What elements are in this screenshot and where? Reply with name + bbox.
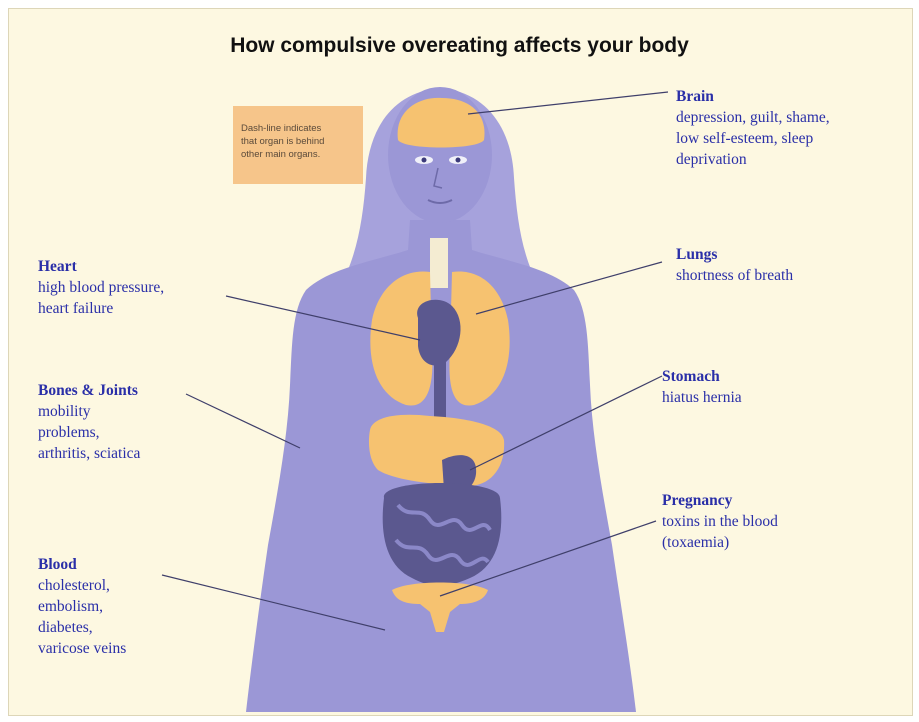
label-lungs-head: Lungs xyxy=(676,244,793,265)
label-bones-head: Bones & Joints xyxy=(38,380,140,401)
label-bones-desc: mobility problems, arthritis, sciatica xyxy=(38,401,140,464)
label-blood-head: Blood xyxy=(38,554,126,575)
label-blood-desc: cholesterol, embolism, diabetes, varicos… xyxy=(38,575,126,659)
leader-brain xyxy=(468,92,668,114)
label-lungs: Lungs shortness of breath xyxy=(676,244,793,286)
page-title: How compulsive overeating affects your b… xyxy=(0,34,919,58)
label-blood: Blood cholesterol, embolism, diabetes, v… xyxy=(38,554,126,659)
label-stomach: Stomach hiatus hernia xyxy=(662,366,742,408)
label-pregnancy: Pregnancy toxins in the blood (toxaemia) xyxy=(662,490,778,553)
label-heart: Heart high blood pressure, heart failure xyxy=(38,256,164,319)
leader-bones xyxy=(186,394,300,448)
label-heart-head: Heart xyxy=(38,256,164,277)
trachea xyxy=(430,238,448,288)
label-pregnancy-head: Pregnancy xyxy=(662,490,778,511)
label-stomach-head: Stomach xyxy=(662,366,742,387)
esophagus xyxy=(434,360,446,420)
label-bones: Bones & Joints mobility problems, arthri… xyxy=(38,380,140,464)
label-brain-desc: depression, guilt, shame, low self-estee… xyxy=(676,107,830,170)
label-stomach-desc: hiatus hernia xyxy=(662,387,742,408)
label-brain: Brain depression, guilt, shame, low self… xyxy=(676,86,830,170)
label-pregnancy-desc: toxins in the blood (toxaemia) xyxy=(662,511,778,553)
dash-line-note: Dash-line indicates that organ is behind… xyxy=(233,106,363,184)
label-lungs-desc: shortness of breath xyxy=(676,265,793,286)
label-brain-head: Brain xyxy=(676,86,830,107)
label-heart-desc: high blood pressure, heart failure xyxy=(38,277,164,319)
